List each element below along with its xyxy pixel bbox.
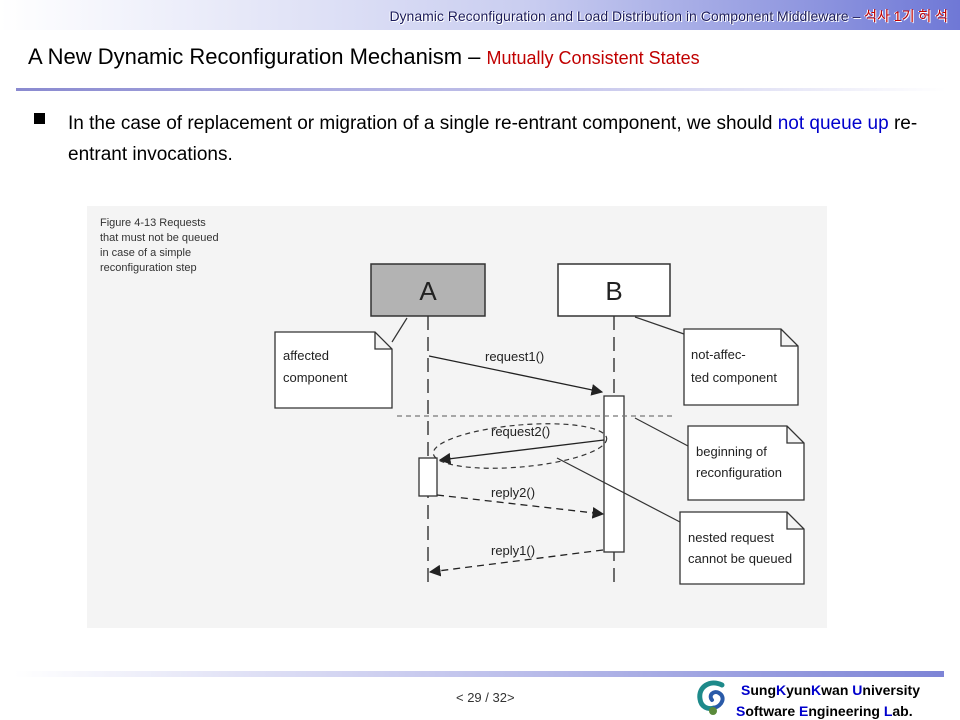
- footer-divider: [14, 671, 944, 677]
- lab-initial: S: [736, 703, 746, 719]
- note-not-affected-text: ted component: [691, 370, 777, 385]
- note-affected-text: component: [283, 370, 348, 385]
- figure-caption: Figure 4-13 Requests that must not be qu…: [100, 217, 219, 274]
- figure-caption-line: Figure 4-13 Requests: [100, 217, 206, 229]
- university-name-part: yun: [786, 682, 812, 698]
- activation-a: [418, 457, 438, 497]
- activation-b: [603, 395, 625, 553]
- university-initial: K: [776, 682, 787, 698]
- message-reply2-arrow: [436, 494, 605, 519]
- slide-title-sub: Mutually Consistent States: [486, 48, 700, 68]
- lab-initial: L: [883, 703, 893, 719]
- lab-initial: E: [799, 703, 809, 719]
- university-initial: K: [811, 682, 822, 698]
- message-request2-arrow: [438, 439, 605, 465]
- note-nested-connector: [556, 457, 681, 523]
- component-a-label: A: [419, 276, 437, 306]
- note-nested-text: cannot be queued: [688, 551, 792, 566]
- message-request1-arrow: [428, 355, 604, 396]
- bullet-text: In the case of replacement or migration …: [68, 108, 928, 170]
- message-reply1-label: reply1(): [491, 543, 535, 558]
- header-course-title: Dynamic Reconfiguration and Load Distrib…: [389, 8, 865, 24]
- note-beginning-of-reconfiguration: [687, 425, 805, 501]
- university-logo-icon: [697, 680, 725, 715]
- university-initial: U: [852, 682, 863, 698]
- figure-caption-line: that must not be queued: [100, 232, 219, 244]
- bullet-marker: [34, 113, 45, 124]
- bullet-text-highlight: not queue up: [777, 113, 889, 134]
- message-request2-label: request2(): [491, 424, 550, 439]
- header-author: 석사 1기 허 석: [864, 8, 948, 24]
- note-not-affected-text: not-affec-: [691, 347, 746, 362]
- slide-title-main: A New Dynamic Reconfiguration Mechanism …: [28, 44, 487, 69]
- figure-caption-line: reconfiguration step: [100, 262, 197, 274]
- university-initial: S: [741, 682, 751, 698]
- note-beginning-text: reconfiguration: [696, 465, 782, 480]
- message-request1-label: request1(): [485, 349, 544, 364]
- lab-name-part: ab.: [892, 703, 913, 719]
- note-affected-connector: [391, 317, 408, 343]
- lab-name-part: oftware: [745, 703, 800, 719]
- lab-name-part: ngineering: [808, 703, 884, 719]
- sequence-diagram-figure: Figure 4-13 Requests that must not be qu…: [87, 206, 827, 628]
- request2-highlight-ellipse: [432, 423, 608, 469]
- title-divider: [16, 88, 946, 91]
- bullet-text-part2: re-entrant invocations.: [68, 113, 918, 165]
- note-not-affected-component: [683, 328, 799, 406]
- header-bar: [0, 0, 960, 30]
- slide-title: A New Dynamic Reconfiguration Mechanism …: [28, 44, 700, 70]
- university-name: SungKyunKwan University: [741, 682, 920, 698]
- message-reply2-label: reply2(): [491, 485, 535, 500]
- note-affected-text: affected: [283, 348, 329, 363]
- university-name-part: ung: [750, 682, 776, 698]
- page-number: < 29 / 32>: [456, 690, 515, 705]
- component-b-label: B: [605, 276, 622, 306]
- lab-name: Software Engineering Lab.: [736, 703, 913, 719]
- note-beginning-text: beginning of: [696, 444, 767, 459]
- message-reply1-arrow: [428, 549, 604, 577]
- figure-caption-line: in case of a simple: [100, 247, 191, 259]
- note-not-affected-connector: [634, 316, 685, 335]
- note-nested-text: nested request: [688, 530, 774, 545]
- university-name-part: niversity: [862, 682, 920, 698]
- note-affected-component: [274, 331, 393, 409]
- note-beginning-connector: [634, 417, 689, 447]
- note-nested-request: [679, 511, 805, 585]
- bullet-text-part1: In the case of replacement or migration …: [68, 113, 778, 134]
- university-name-part: wan: [821, 682, 853, 698]
- header-course-text: Dynamic Reconfiguration and Load Distrib…: [389, 6, 948, 26]
